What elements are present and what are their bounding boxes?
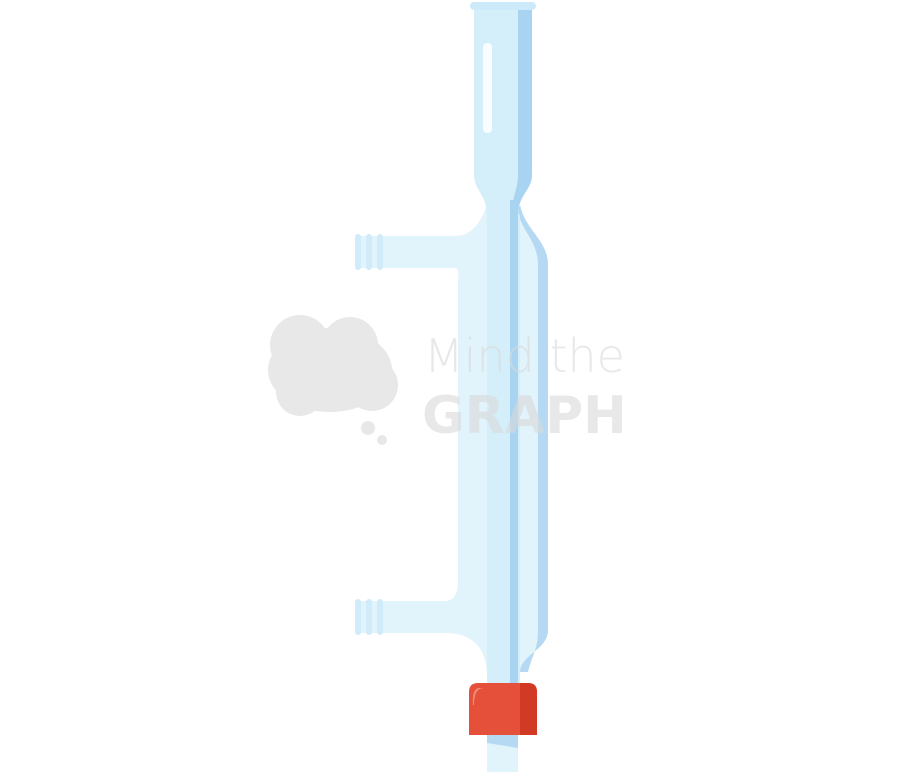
watermark-line1: Mind the [424,329,625,383]
bottom-tube-shadow [487,735,518,748]
inner-tube-shadow [512,9,532,215]
watermark-line2: GRAPH [422,386,627,446]
inner-tube-stripe [510,200,518,685]
brain-logo-icon [268,315,398,445]
top-lip [470,2,536,10]
highlight [483,43,492,133]
jacket-right-shadow [518,205,548,672]
watermark: Mind the GRAPH [268,315,627,446]
red-stopper-cap [469,683,537,735]
upper-side-arm [355,234,465,270]
